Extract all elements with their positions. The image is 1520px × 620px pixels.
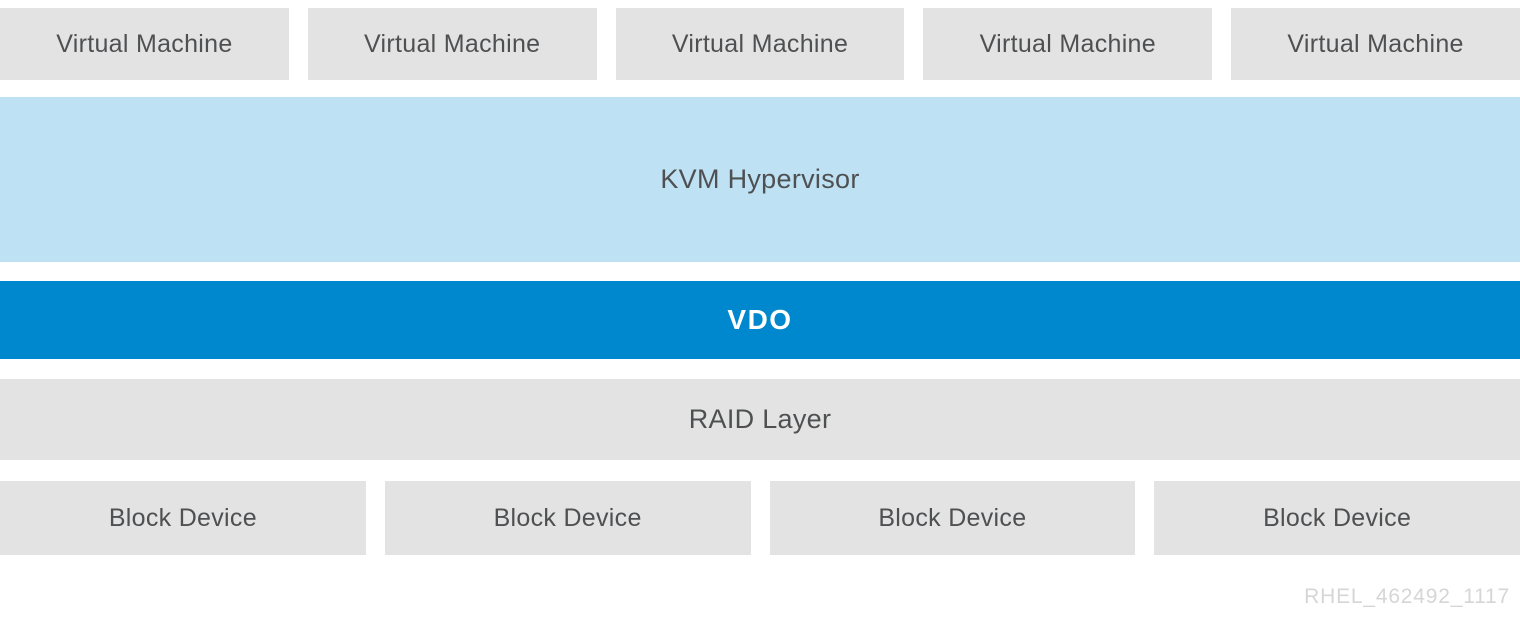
block-device-box-3: Block Device bbox=[769, 481, 1136, 555]
vm-box-4: Virtual Machine bbox=[923, 8, 1213, 80]
vm-box-3: Virtual Machine bbox=[615, 8, 905, 80]
vm-box-1: Virtual Machine bbox=[0, 8, 289, 80]
diagram-watermark: RHEL_462492_1117 bbox=[1304, 585, 1510, 608]
kvm-hypervisor-layer: KVM Hypervisor bbox=[0, 97, 1520, 262]
block-device-row: Block Device Block Device Block Device B… bbox=[0, 481, 1520, 555]
vm-box-5: Virtual Machine bbox=[1231, 8, 1520, 80]
block-device-box-4: Block Device bbox=[1154, 481, 1520, 555]
vdo-layer: VDO bbox=[0, 281, 1520, 359]
virtual-machine-row: Virtual Machine Virtual Machine Virtual … bbox=[0, 8, 1520, 80]
raid-layer: RAID Layer bbox=[0, 379, 1520, 460]
vm-box-2: Virtual Machine bbox=[307, 8, 597, 80]
block-device-box-1: Block Device bbox=[0, 481, 366, 555]
block-device-box-2: Block Device bbox=[384, 481, 751, 555]
